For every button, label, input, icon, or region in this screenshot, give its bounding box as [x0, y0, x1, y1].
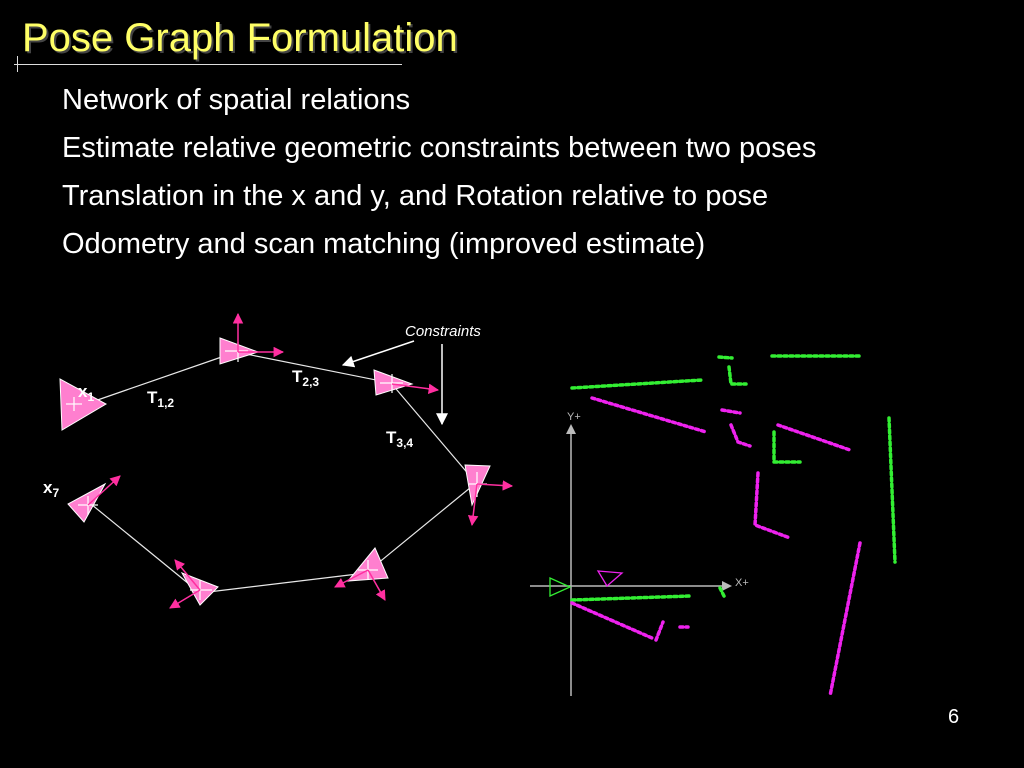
- title-tick-mark: [17, 56, 18, 72]
- pose-node-2: [219, 312, 285, 365]
- node-label-x7: x7: [43, 478, 59, 500]
- edge-label-t23: T2,3: [292, 367, 319, 389]
- scan-points-green: [570, 354, 897, 602]
- scan-y-axis-label: Y+: [567, 411, 581, 423]
- graph-edges: [85, 351, 477, 594]
- edge-label-t34: T3,4: [386, 428, 413, 450]
- pose-node-3: [373, 369, 440, 396]
- page-number: 6: [948, 706, 960, 728]
- scan-points-magenta: [570, 396, 862, 698]
- pose-node-4: [464, 464, 514, 527]
- pose-node-5: [334, 547, 389, 601]
- bullet-item: Odometry and scan matching (improved est…: [62, 228, 706, 260]
- robot-pose-green-icon: [549, 576, 572, 598]
- slide-title: Pose Graph Formulation: [22, 16, 458, 60]
- edge-label-t12: T1,2: [147, 388, 174, 410]
- bullet-item: Estimate relative geometric constraints …: [62, 132, 817, 164]
- constraints-label: Constraints: [405, 323, 481, 340]
- constraints-pointer-arrow: [341, 340, 415, 368]
- robot-pose-magenta-icon: [596, 570, 624, 587]
- bullet-item: Network of spatial relations: [62, 84, 411, 116]
- scan-x-axis-label: X+: [735, 577, 749, 589]
- laser-scan-view: Y+ X+: [530, 354, 897, 698]
- pose-node-6: [169, 559, 219, 609]
- bullet-list: Network of spatial relations Estimate re…: [62, 76, 816, 268]
- pose-node-x7: [67, 475, 121, 523]
- bullet-item: Translation in the x and y, and Rotation…: [62, 180, 769, 212]
- pose-node-x1: [59, 378, 108, 431]
- node-label-x1: x1: [78, 382, 94, 404]
- title-underline: [14, 64, 402, 65]
